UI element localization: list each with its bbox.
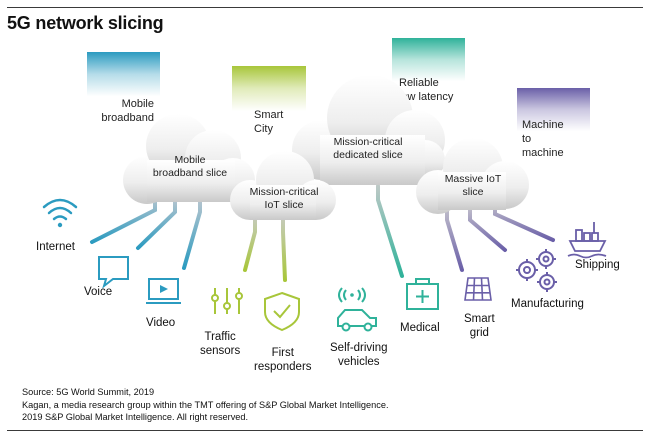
cloud-label-mission-iot-line2: IoT slice <box>264 199 304 211</box>
tag-machine-line2: to <box>522 133 532 145</box>
label-grid-line1: Smart <box>464 313 495 325</box>
line-manufacturing <box>468 204 507 252</box>
cloud-label-mobile-broadband-line1: Mobile <box>174 154 206 166</box>
cloud-label-mobile-broadband-line2: broadband slice <box>152 167 228 179</box>
tag-machine-line1: Machine <box>522 119 564 131</box>
cloud-label-mission-dedicated-line2: dedicated slice <box>333 149 403 161</box>
label-traffic-sensors: Traffic sensors <box>200 330 240 358</box>
cloud-mobile-broadband <box>123 114 255 204</box>
cloud-mission-dedicated <box>292 75 445 185</box>
speech-bubble-icon <box>98 256 129 289</box>
gears-icon <box>516 249 557 292</box>
wifi-icon <box>42 198 78 228</box>
line-traffic <box>243 214 257 272</box>
tag-smart-city-line1: Smart <box>254 109 284 121</box>
label-self-driving-vehicles: Self-driving vehicles <box>330 341 388 369</box>
cloud-label-massive-iot: Massive IoT slice <box>430 173 516 199</box>
label-smart-grid: Smart grid <box>464 312 495 340</box>
label-first-responders: First responders <box>254 346 312 374</box>
label-grid-line2: grid <box>469 327 489 339</box>
solar-panel-icon <box>464 277 492 301</box>
tag-reliable-latency-line2: low latency <box>399 91 454 103</box>
source-note: Source: 5G World Summit, 2019 Kagan, a m… <box>22 386 389 424</box>
video-screen-icon <box>146 278 181 304</box>
sliders-icon <box>211 288 243 314</box>
label-responders-line1: First <box>271 347 294 359</box>
cloud-label-mission-dedicated: Mission-critical dedicated slice <box>318 136 418 162</box>
tag-smart-city-line2: City <box>254 123 273 135</box>
cloud-label-mission-iot-line1: Mission-critical <box>249 186 319 198</box>
cloud-label-mission-iot: Mission-critical IoT slice <box>234 186 334 212</box>
line-voice <box>136 196 177 250</box>
line-video <box>182 196 202 270</box>
line-grid <box>445 204 464 272</box>
shield-check-icon <box>264 291 300 332</box>
label-shipping: Shipping <box>575 259 620 271</box>
label-vehicles-line1: Self-driving <box>330 342 388 354</box>
label-traffic-line2: sensors <box>200 345 241 357</box>
label-medical: Medical <box>400 322 440 334</box>
tag-mobile-broadband: Mobile broadband <box>87 52 160 126</box>
label-video: Video <box>146 317 176 329</box>
source-line3: 2019 S&P Global Market Intelligence. All… <box>22 412 249 422</box>
cloud-label-mobile-broadband: Mobile broadband slice <box>140 154 240 180</box>
cloud-massive-iot <box>416 138 529 214</box>
label-manufacturing: Manufacturing <box>511 298 584 310</box>
medical-kit-icon <box>406 278 439 310</box>
tag-mobile-broadband-line1: Mobile <box>121 98 154 110</box>
label-internet: Internet <box>36 241 75 253</box>
source-line2: Kagan, a media research group within the… <box>22 399 389 410</box>
label-voice: Voice <box>84 286 113 298</box>
car-signal-icon <box>337 287 377 332</box>
cloud-label-massive-iot-line1: Massive IoT <box>444 173 502 185</box>
tag-machine-line3: machine <box>522 147 564 159</box>
source-line1: Source: 5G World Summit, 2019 <box>22 387 155 397</box>
cloud-label-mission-dedicated-line1: Mission-critical <box>333 136 403 148</box>
tag-reliable-latency-line1: Reliable <box>399 77 439 89</box>
bottom-rule <box>7 430 643 431</box>
label-traffic-line1: Traffic <box>204 331 236 343</box>
cloud-label-massive-iot-line2: slice <box>462 186 484 198</box>
line-responders <box>281 214 287 282</box>
label-vehicles-line2: vehicles <box>337 356 380 368</box>
label-responders-line2: responders <box>254 361 312 373</box>
ship-icon <box>567 222 607 259</box>
page-title: 5G network slicing <box>7 13 164 33</box>
line-medical <box>376 184 404 278</box>
top-rule <box>7 7 643 8</box>
tag-machine-to-machine: Machine to machine <box>517 88 590 160</box>
tag-mobile-broadband-line2: broadband <box>101 112 154 124</box>
tag-smart-city: Smart City <box>232 66 306 141</box>
cloud-mission-iot <box>230 151 336 220</box>
